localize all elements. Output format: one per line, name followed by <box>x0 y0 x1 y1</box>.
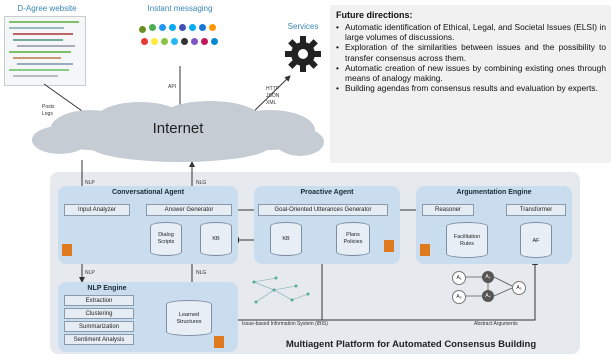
app-icon <box>211 38 218 45</box>
agent-icon <box>420 244 430 256</box>
nlp-summarization: Summarization <box>64 321 134 332</box>
future-list: Automatic identification of Ethical, Leg… <box>336 22 606 94</box>
dagree-title: D-Agree website <box>17 4 77 13</box>
nlp-clustering: Clustering <box>64 308 134 319</box>
http-json-xml-label: HTTP JSON XML <box>266 86 280 106</box>
app-icon <box>181 38 188 45</box>
future-item: Exploration of the similarities between … <box>336 42 606 62</box>
app-icon <box>201 38 208 45</box>
dialog-scripts-db: Dialog Scripts <box>150 222 182 256</box>
app-icon <box>159 24 166 31</box>
dagree-screenshot <box>4 16 86 86</box>
answer-generator: Answer Generator <box>146 204 232 216</box>
platform-title: Multiagent Platform for Automated Consen… <box>285 339 537 350</box>
future-title: Future directions: <box>336 10 413 20</box>
kb-db: KB <box>200 222 232 256</box>
reasoner: Reasoner <box>422 204 474 216</box>
api-label: API <box>168 84 177 90</box>
agent-icon <box>384 240 394 252</box>
learned-structures-label: Learned Structures <box>176 312 202 325</box>
future-item: Automatic creation of new issues by comb… <box>336 63 606 83</box>
future-item: Automatic identification of Ethical, Leg… <box>336 22 606 42</box>
app-icon <box>191 38 198 45</box>
nlg-label-bottom: NLG <box>196 270 207 276</box>
agent-icon <box>62 244 72 256</box>
app-icon <box>141 38 148 45</box>
af-label: AF <box>532 238 540 244</box>
goal-oriented-generator: Goal-Oriented Utterances Generator <box>258 204 388 216</box>
plans-policies-label: Plans Policies <box>343 232 363 245</box>
nlg-label-top: NLG <box>196 180 207 186</box>
nlp-label-bottom: NLP <box>85 270 95 276</box>
argumentation-engine-title: Argumentation Engine <box>456 189 532 196</box>
nlp-extraction: Extraction <box>64 295 134 306</box>
node-a3: A₃ <box>452 290 466 304</box>
node-a5: A₅ <box>512 281 526 295</box>
node-a2: A₂ <box>482 271 494 283</box>
facilitation-rules-label: Facilitation Rules <box>453 234 481 247</box>
posts-logs-label: Posts Logs <box>42 104 55 117</box>
app-icon <box>199 24 206 31</box>
agent-icon <box>214 336 224 348</box>
internet-label: Internet <box>152 120 204 137</box>
proactive-kb-label: KB <box>282 236 290 242</box>
ibis-graph <box>246 272 316 312</box>
proactive-kb-db: KB <box>270 222 302 256</box>
messaging-title: Instant messaging <box>147 4 213 13</box>
messaging-icons <box>135 16 225 66</box>
abstract-arguments-label: Abstract Arguments <box>474 321 518 327</box>
af-db: AF <box>520 222 552 258</box>
services-title: Services <box>287 22 319 31</box>
future-directions-box: Future directions: Automatic identificat… <box>330 5 611 163</box>
future-item: Building agendas from consensus results … <box>336 83 606 93</box>
app-icon <box>151 38 158 45</box>
app-icon <box>161 38 168 45</box>
facilitation-rules-db: Facilitation Rules <box>446 222 488 258</box>
kb-label: KB <box>212 236 220 242</box>
transformer: Transformer <box>506 204 566 216</box>
nlp-engine-title: NLP Engine <box>87 285 127 292</box>
node-a4: A₄ <box>482 290 494 302</box>
ibis-label: Issue-based Information System (IBIS) <box>242 321 328 327</box>
app-icon <box>189 24 196 31</box>
app-icon <box>209 24 216 31</box>
internet-cloud: Internet <box>30 100 326 164</box>
plans-policies-db: Plans Policies <box>336 222 370 256</box>
app-icon <box>179 24 186 31</box>
dialog-scripts-label: Dialog Scripts <box>157 232 175 245</box>
app-icon <box>139 26 146 33</box>
proactive-agent-title: Proactive Agent <box>300 189 354 196</box>
gear-icon <box>283 34 323 74</box>
app-icon <box>169 24 176 31</box>
learned-structures-db: Learned Structures <box>166 300 212 336</box>
input-analyzer: Input Analyzer <box>64 204 130 216</box>
nlp-label-top: NLP <box>85 180 95 186</box>
nlp-sentiment: Sentiment Analysis <box>64 334 134 345</box>
conversational-agent-title: Conversational Agent <box>111 189 185 196</box>
app-icon <box>171 38 178 45</box>
app-icon <box>149 24 156 31</box>
node-a1: A₁ <box>452 271 466 285</box>
